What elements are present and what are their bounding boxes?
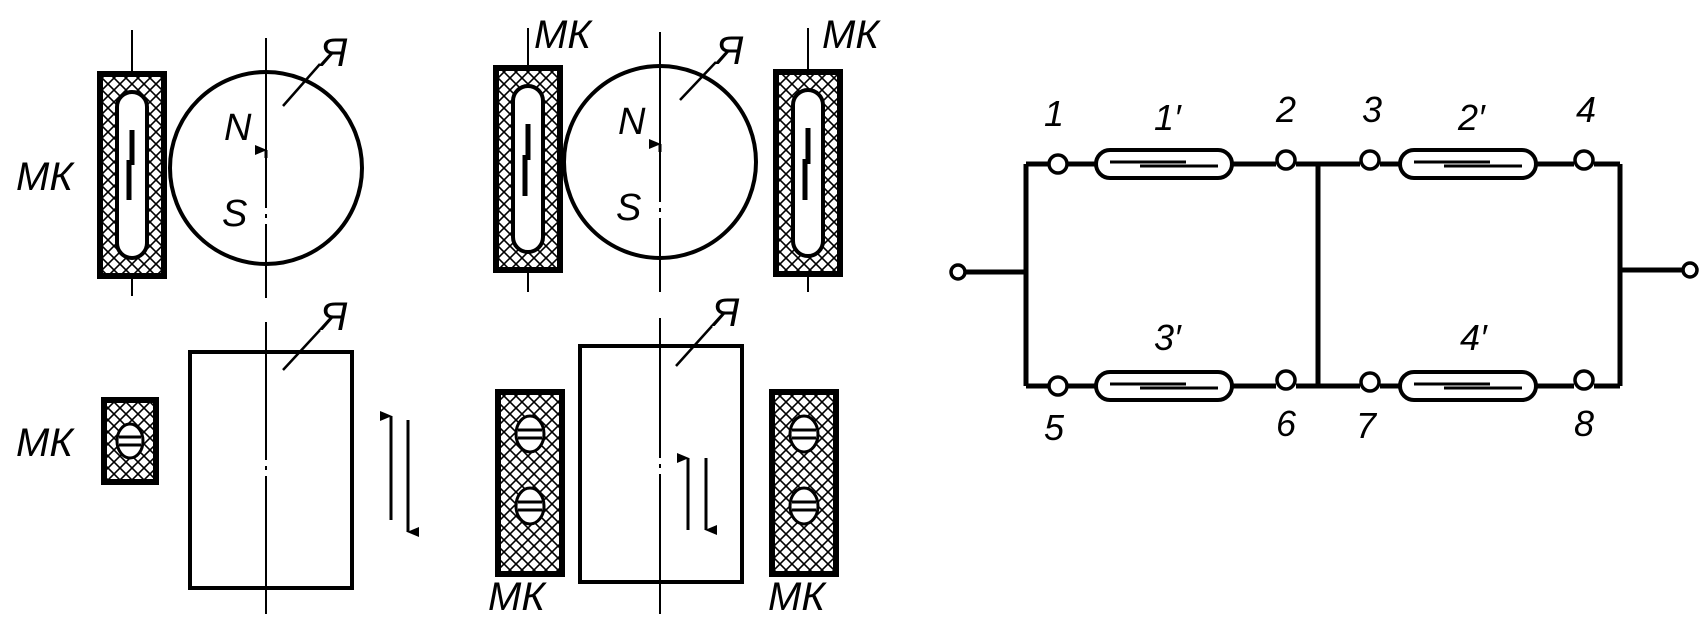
- node-5: [1047, 375, 1069, 397]
- panel-rotating-double: МК N S Я МК: [493, 13, 881, 292]
- armature-leader: [282, 329, 321, 371]
- reed-switch-label-top-left: МК: [534, 13, 593, 57]
- armature-label: Я: [318, 31, 348, 75]
- node-label-3: 3: [1362, 89, 1382, 130]
- reed-switch-label: МК: [16, 155, 75, 199]
- reed-switch-capsule: [791, 88, 825, 258]
- reed-switch-capsule: [115, 90, 149, 260]
- node-1: [1047, 153, 1069, 175]
- armature-label: Я: [714, 29, 744, 73]
- armature-leader: [675, 325, 713, 367]
- panel-sliding-single: МК Я: [16, 295, 419, 614]
- armature-label: Я: [710, 291, 740, 335]
- south-pole-label: S: [616, 187, 641, 229]
- node-2: [1275, 149, 1297, 171]
- node-label-5: 5: [1044, 407, 1065, 448]
- circuit-schematic: 1 2 3 4 5 6 7 8 1′ 2′ 3′ 4′: [949, 89, 1699, 448]
- reed-switch-capsule: [511, 84, 545, 254]
- node-label-4: 4: [1576, 89, 1596, 130]
- south-pole-label: S: [222, 193, 247, 235]
- switch-label-3: 3′: [1154, 317, 1182, 358]
- reed-switch-label-top-right: МК: [822, 13, 881, 57]
- north-pole-label: N: [618, 101, 646, 143]
- reed-switch-4: [1398, 370, 1538, 402]
- input-terminal: [949, 263, 967, 281]
- armature-label: Я: [318, 295, 348, 339]
- node-label-2: 2: [1275, 89, 1296, 130]
- north-pole-label: N: [224, 107, 252, 149]
- node-label-1: 1: [1044, 93, 1064, 134]
- panel-rotating-single: МК N S Я: [16, 30, 364, 298]
- reed-switch-label-bottom-left: МК: [488, 575, 547, 619]
- switch-label-2: 2′: [1457, 97, 1486, 138]
- output-terminal: [1681, 261, 1699, 279]
- node-6: [1275, 369, 1297, 391]
- sliding-magnet: [188, 350, 354, 590]
- node-3: [1359, 149, 1381, 171]
- armature-leader: [282, 63, 321, 107]
- reed-switch-1: [1094, 148, 1234, 180]
- switch-label-4: 4′: [1460, 317, 1488, 358]
- armature-leader: [679, 61, 717, 101]
- reed-switch-label-bottom-right: МК: [768, 575, 827, 619]
- panel-sliding-double: МК Я МК: [488, 291, 839, 619]
- node-label-7: 7: [1356, 405, 1378, 446]
- reed-switch-2: [1398, 148, 1538, 180]
- node-7: [1359, 371, 1381, 393]
- node-label-6: 6: [1276, 403, 1297, 444]
- reed-switch-label: МК: [16, 421, 75, 465]
- node-8: [1573, 369, 1595, 391]
- reed-switch-3: [1094, 370, 1234, 402]
- node-4: [1573, 149, 1595, 171]
- switch-label-1: 1′: [1154, 97, 1182, 138]
- node-label-8: 8: [1574, 403, 1594, 444]
